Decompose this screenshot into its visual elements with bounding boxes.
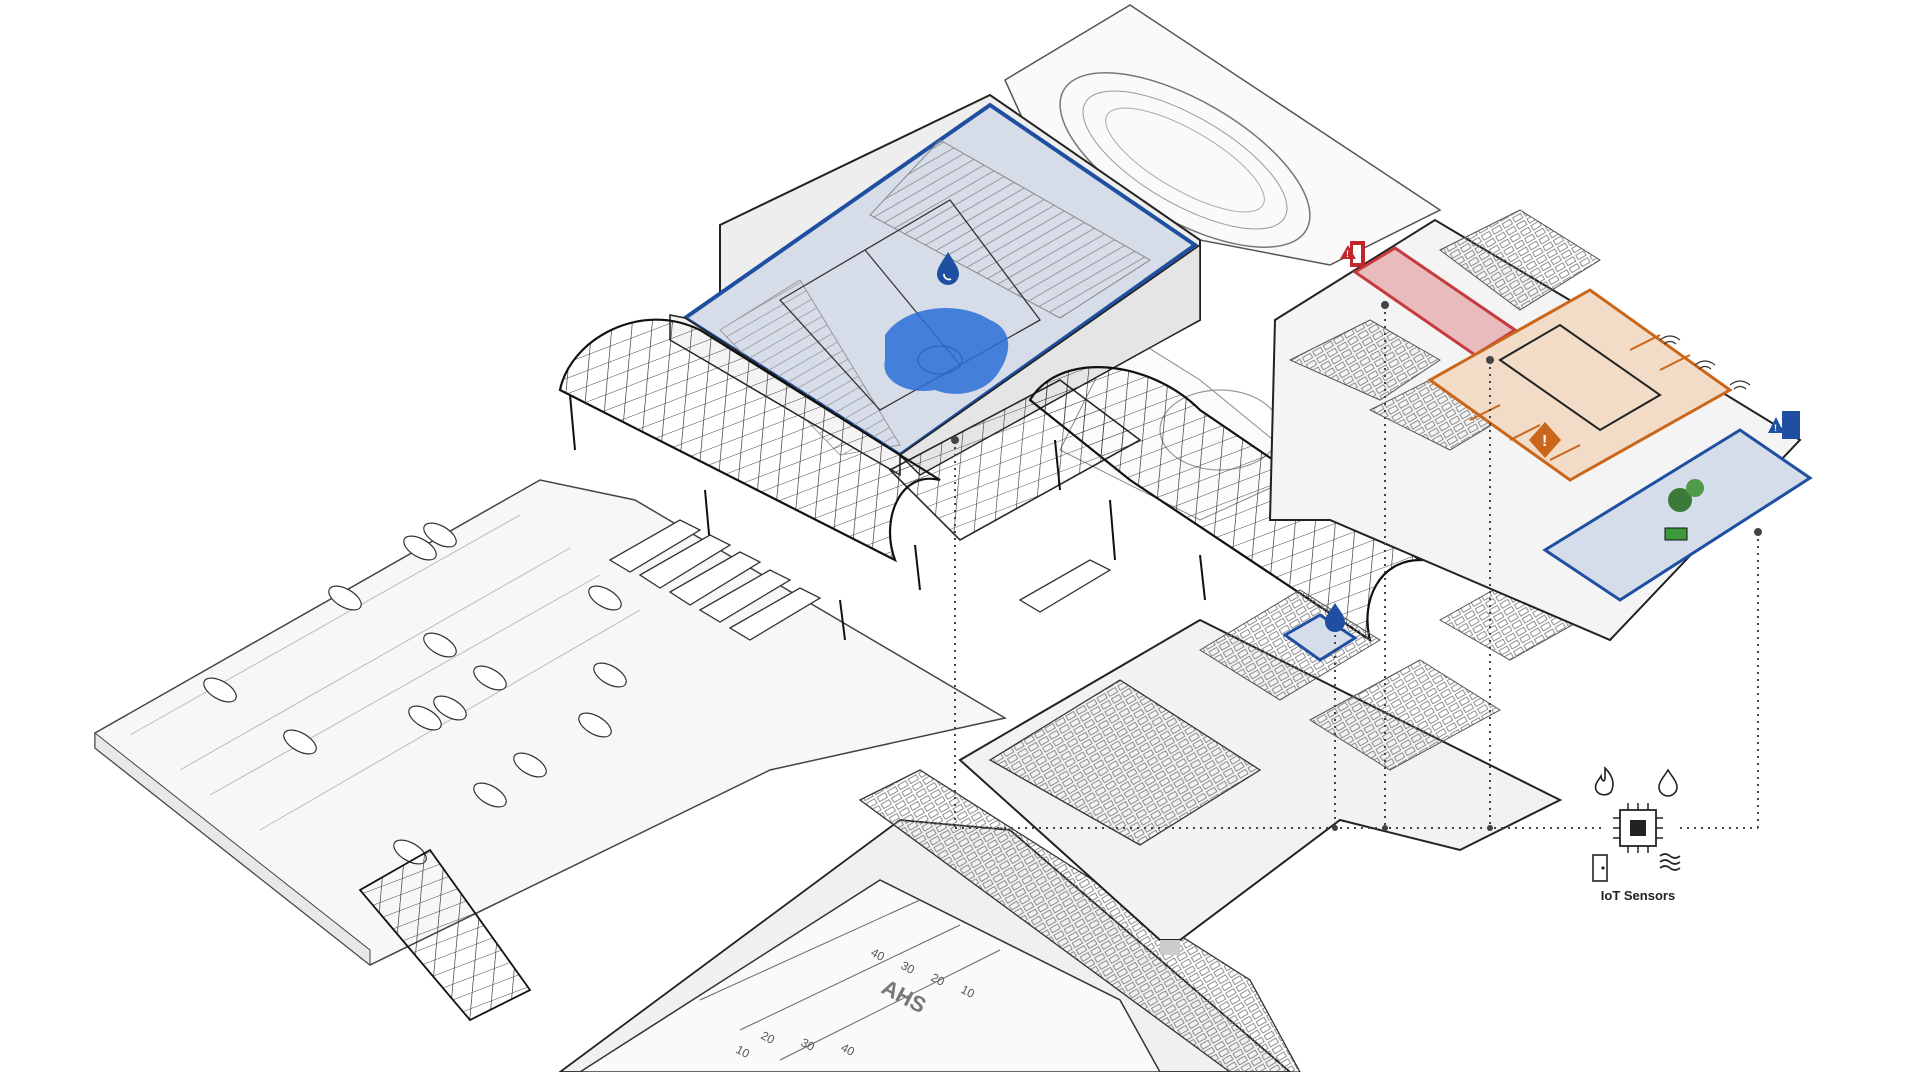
yard-number: 10 (734, 1042, 753, 1061)
restroom-leak-zone (1282, 613, 1358, 662)
door-alert-zone (1352, 246, 1518, 357)
yard-number: 20 (759, 1028, 778, 1047)
yard-number: 10 (959, 982, 978, 1001)
droplet-icon (1325, 603, 1345, 632)
droplet-icon (1658, 768, 1678, 797)
fire-hazard-zone (1427, 288, 1733, 482)
flame-icon (1594, 766, 1614, 796)
auditorium (988, 679, 1262, 846)
svg-text:!: ! (1774, 423, 1777, 433)
yard-number: 20 (929, 970, 948, 989)
sensor-network-lines (954, 305, 1759, 829)
restroom-warning-icon: ! (1768, 411, 1800, 439)
iot-sensor-hub: IoT Sensors (1592, 766, 1681, 903)
entrance-gate (358, 848, 532, 1022)
stadium: AHS 10 20 30 40 40 30 20 10 (557, 769, 1302, 1073)
iot-sensors-label: IoT Sensors (1601, 888, 1675, 903)
lab-leak-zone (1542, 428, 1813, 602)
bus-parking (608, 519, 1112, 641)
water-leak-puddle (884, 308, 1009, 394)
droplet-icon (937, 252, 959, 285)
yard-number: 40 (869, 945, 888, 964)
parked-cars (203, 522, 627, 865)
yard-number: 40 (839, 1040, 858, 1059)
sensor-node-dots (951, 301, 1762, 831)
exclamation-icon: ! (1529, 422, 1561, 458)
door-icon (1592, 854, 1608, 882)
canopy-walkway (558, 318, 1424, 643)
svg-text:!: ! (1346, 249, 1349, 259)
yard-number: 30 (799, 1035, 818, 1054)
water-waves-icon (1659, 853, 1681, 871)
door-warning-icon: ! (1340, 241, 1365, 267)
yard-number: 30 (899, 958, 918, 977)
svg-text:!: ! (1542, 433, 1547, 450)
chip-icon (1613, 803, 1663, 853)
wifi-icon (1659, 335, 1751, 390)
